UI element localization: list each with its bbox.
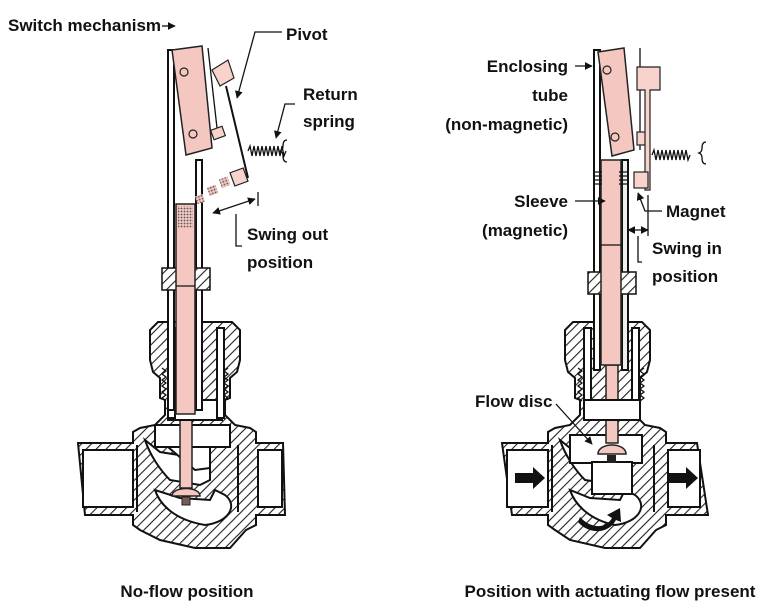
enclosing-tube-right [587, 49, 637, 371]
label-sleeve-2: (magnetic) [482, 221, 568, 240]
flow-arrow-in-icon [515, 467, 545, 489]
sleeve-right [600, 159, 622, 366]
caption-no-flow: No-flow position [120, 582, 253, 601]
left-assembly [76, 22, 295, 549]
enclosing-tube-left [161, 49, 211, 415]
magnet-right [633, 171, 649, 189]
label-return-spring-2: spring [303, 112, 355, 131]
valve-body-right [500, 321, 710, 549]
label-swing-out-2: position [247, 253, 313, 272]
valve-body-left [76, 321, 287, 549]
sleeve-left [175, 203, 196, 415]
label-pivot: Pivot [286, 25, 328, 44]
label-swing-in-2: position [652, 267, 718, 286]
label-enclosing-3: (non-magnetic) [445, 115, 568, 134]
right-assembly [500, 47, 710, 549]
flow-curve-arrow-icon [578, 508, 621, 532]
switch-mechanism-left [171, 45, 288, 205]
label-swing-in-1: Swing in [652, 239, 722, 258]
switch-mechanism-right [597, 47, 707, 191]
flow-arrow-out-icon [668, 467, 698, 489]
label-switch-mechanism: Switch mechanism [8, 16, 161, 35]
return-spring-right [651, 147, 691, 163]
return-spring-left [247, 143, 287, 159]
label-swing-out-1: Swing out [247, 225, 329, 244]
caption-flow-present: Position with actuating flow present [465, 582, 756, 601]
label-enclosing-2: tube [532, 86, 568, 105]
label-enclosing-1: Enclosing [487, 57, 568, 76]
label-sleeve-1: Sleeve [514, 192, 568, 211]
label-magnet: Magnet [666, 202, 726, 221]
label-return-spring-1: Return [303, 85, 358, 104]
label-flow-disc: Flow disc [475, 392, 552, 411]
